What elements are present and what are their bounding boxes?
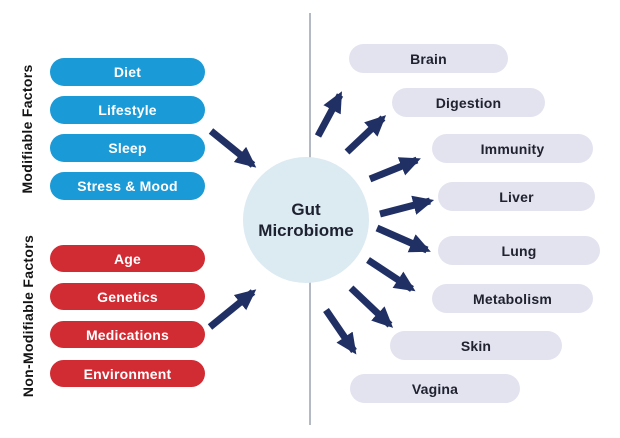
arrow-center-to-liver	[379, 195, 435, 218]
outcome-pill-lung: Lung	[438, 236, 600, 265]
outcome-pill-liver: Liver	[438, 182, 595, 211]
arrow-center-to-immunity	[368, 156, 421, 183]
arrow-center-to-skin	[348, 285, 394, 328]
factor-pill-stress-mood: Stress & Mood	[50, 172, 205, 200]
factor-pill-diet: Diet	[50, 58, 205, 86]
arrow-center-to-metabolism	[366, 257, 416, 292]
arrow-modifiable-to-center	[208, 128, 257, 168]
outcome-pill-metabolism: Metabolism	[432, 284, 593, 313]
arrow-center-to-vagina	[323, 308, 357, 355]
arrow-nonmodifiable-to-center	[207, 289, 257, 330]
factor-pill-environment: Environment	[50, 360, 205, 387]
arrow-center-to-digestion	[344, 115, 387, 155]
gut-microbiome-circle: Gut Microbiome	[243, 157, 369, 283]
arrow-center-to-brain	[314, 91, 344, 138]
factor-pill-genetics: Genetics	[50, 283, 205, 310]
non-modifiable-factors-label: Non-Modifiable Factors	[20, 234, 36, 398]
outcome-pill-immunity: Immunity	[432, 134, 593, 163]
outcome-pill-brain: Brain	[349, 44, 508, 73]
gut-microbiome-label: Gut Microbiome	[258, 199, 354, 240]
arrow-center-to-lung	[375, 224, 431, 254]
factor-pill-lifestyle: Lifestyle	[50, 96, 205, 124]
factor-pill-age: Age	[50, 245, 205, 272]
modifiable-factors-label: Modifiable Factors	[19, 64, 35, 194]
factor-pill-sleep: Sleep	[50, 134, 205, 162]
outcome-pill-vagina: Vagina	[350, 374, 520, 403]
factor-pill-medications: Medications	[50, 321, 205, 348]
outcome-pill-skin: Skin	[390, 331, 562, 360]
outcome-pill-digestion: Digestion	[392, 88, 545, 117]
